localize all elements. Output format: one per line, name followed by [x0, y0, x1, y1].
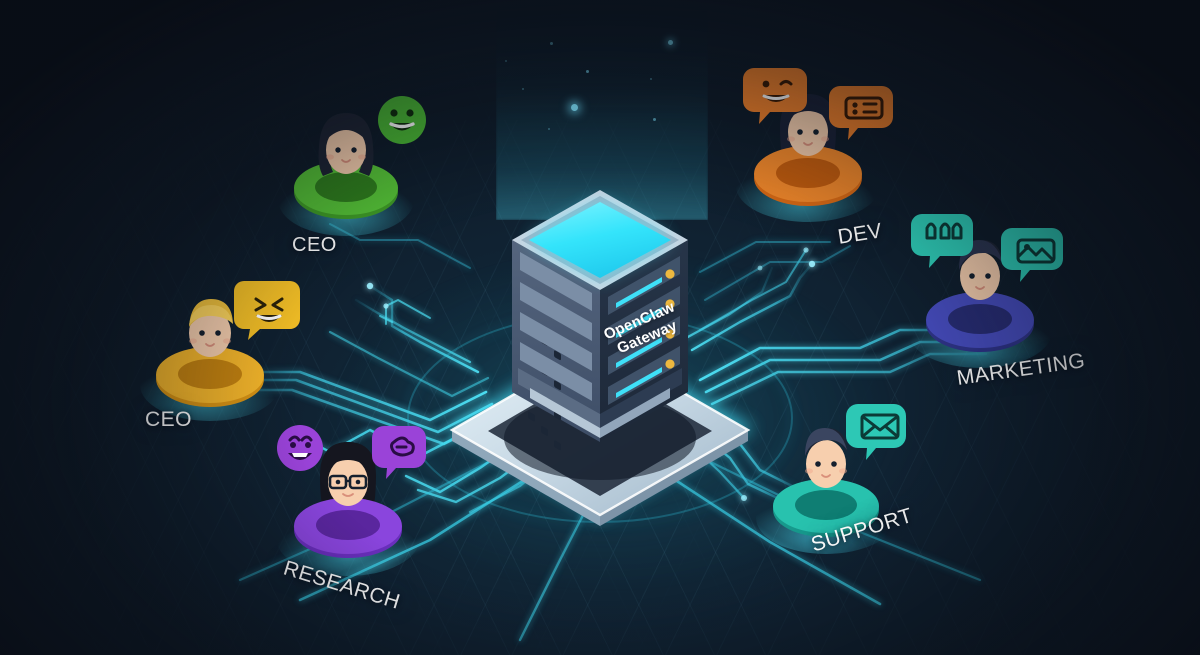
- vignette-overlay: [0, 0, 1200, 655]
- network-diagram-scene: OpenClawGateway: [0, 0, 1200, 655]
